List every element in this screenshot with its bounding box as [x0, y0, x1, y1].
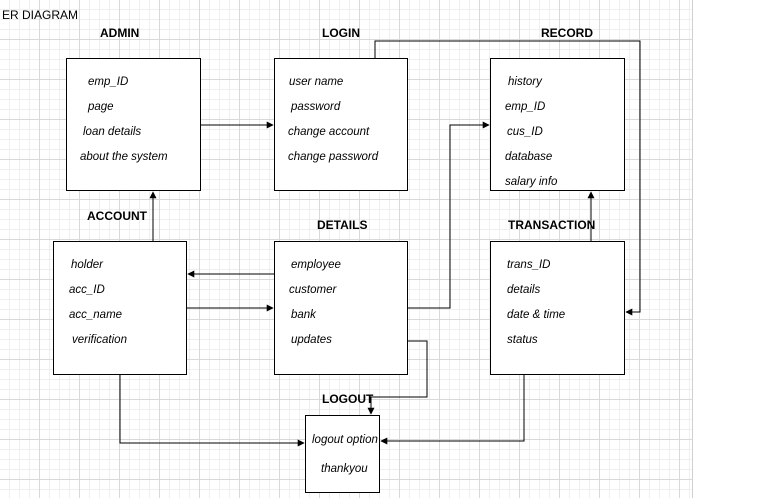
admin-attr: page [88, 101, 114, 113]
transaction-attr: details [507, 284, 541, 296]
transaction-attr: trans_ID [507, 259, 551, 271]
details-to-logout-edge [367, 340, 428, 415]
transaction-entity[interactable] [490, 241, 625, 375]
record-attr: history [508, 76, 542, 88]
logout-title: LOGOUT [322, 392, 374, 406]
login-entity[interactable] [274, 58, 408, 191]
diagram-title: ER DIAGRAM [2, 8, 79, 22]
account-attr: holder [71, 259, 103, 271]
admin-attr: loan details [83, 126, 142, 138]
format-panel [693, 0, 765, 498]
account-attr: acc_name [69, 309, 123, 321]
login-to-transaction-edge [374, 40, 641, 316]
details-attr: bank [291, 309, 316, 321]
login-title: LOGIN [322, 26, 360, 40]
details-attr: updates [291, 334, 332, 346]
logout-attr: thankyou [321, 463, 368, 475]
account-attr: acc_ID [69, 284, 105, 296]
account-to-logout-edge [119, 375, 305, 447]
account-entity[interactable] [53, 241, 187, 375]
admin-entity[interactable] [66, 58, 201, 191]
record-attr: cus_ID [507, 126, 543, 138]
record-attr: salary info [505, 176, 558, 188]
account-title: ACCOUNT [87, 209, 147, 223]
logout-attr: logout option [312, 434, 378, 446]
transaction-title: TRANSACTION [508, 218, 596, 232]
transaction-to-logout-edge [380, 375, 525, 445]
details-to-record-edge [408, 121, 490, 309]
admin-title: ADMIN [100, 26, 140, 40]
relationship-connectors [119, 40, 641, 447]
login-attr: user name [289, 76, 344, 88]
transaction-attr: date & time [507, 309, 566, 321]
login-attr: password [291, 101, 341, 113]
record-title: RECORD [541, 26, 594, 40]
details-attr: employee [291, 259, 341, 271]
details-title: DETAILS [317, 218, 368, 232]
admin-attr: about the system [80, 151, 168, 163]
transaction-attr: status [507, 334, 538, 346]
panel-divider [692, 0, 693, 498]
details-entity[interactable] [274, 241, 408, 375]
account-attr: verification [72, 334, 127, 346]
details-attr: customer [289, 284, 337, 296]
logout-entity[interactable] [305, 415, 380, 493]
login-attr: change password [288, 151, 379, 163]
record-attr: emp_ID [505, 101, 546, 113]
admin-attr: emp_ID [88, 76, 129, 88]
record-attr: database [505, 151, 553, 163]
record-entity[interactable] [490, 58, 625, 191]
login-attr: change account [288, 126, 370, 138]
